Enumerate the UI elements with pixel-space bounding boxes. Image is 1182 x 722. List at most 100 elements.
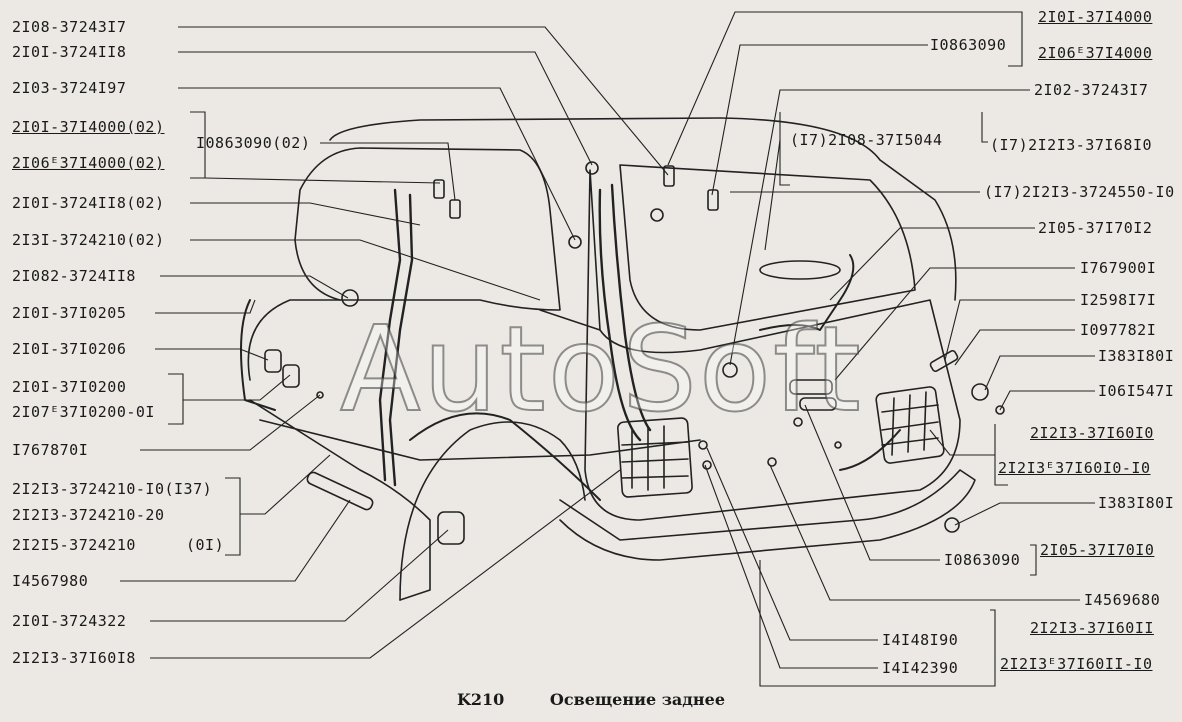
harness-wheel-arch [409,412,601,501]
leader-r14-15 [929,429,995,456]
label-r06: (I7)2I2I3-37I68I0 [990,136,1153,154]
screw-5 [834,441,842,449]
leader-bracket-r05b [981,112,988,143]
leader-l08 [190,239,541,301]
leader-r19 [769,464,1080,601]
label-r03: I0863090 [930,36,1007,54]
harness-rear-right [759,254,855,331]
label-l06: I0863090(02) [196,134,311,152]
label-l08: 2I3I-3724210(02) [12,231,165,249]
label-l04: 2I0I-37I4000(02) [12,118,165,136]
leader-l10 [155,299,256,314]
leader-l03 [178,87,576,241]
screw-1 [316,391,324,399]
label-l07: 2I0I-3724II8(02) [12,194,165,212]
plate-lamp-housing [789,379,833,395]
switch-1 [264,349,282,373]
car-sill [259,419,701,461]
label-r04: 2I02-37243I7 [1034,81,1149,99]
label-l02: 2I0I-3724II8 [12,43,127,61]
label-r18: 2I05-37I70I0 [1040,541,1155,559]
label-l20: 2I0I-3724322 [12,612,127,630]
leader-bracket-r17-18 [1030,544,1037,576]
rear-lamp-left-grid [621,425,689,491]
plate-lamp-lens [799,397,837,411]
caption-title: Освещение заднее [549,690,725,709]
car-tailgate-glass [619,164,916,331]
watermark: AutoSoft [339,299,863,439]
grommet-1 [341,289,359,307]
leader-l09 [160,275,349,299]
rear-lamp-right-grid [881,391,939,456]
label-r22: I4I48I90 [882,631,959,649]
connector-2 [449,199,461,219]
grommet-3 [568,235,582,249]
connector-1 [433,179,445,199]
connector-3 [663,165,675,187]
car-rear-window [294,147,561,311]
label-r08: 2I05-37I70I2 [1038,219,1153,237]
label-r11: I097782I [1080,321,1157,339]
clip-1 [929,349,959,373]
label-r19: I4569680 [1084,591,1161,609]
label-r05: (I7)2I08-37I5044 [790,131,943,149]
leader-l04-05 [204,177,441,184]
grommet-6 [944,517,960,533]
label-r13: I06I547I [1098,382,1175,400]
label-r12: I383I80I [1098,347,1175,365]
screw-7 [767,457,777,467]
car-roof-outline [329,117,957,301]
leader-l02 [178,51,593,166]
label-l15: 2I2I3-3724210-I0(I37) [12,480,213,498]
label-r16: I383I80I [1098,494,1175,512]
label-l11: 2I0I-37I0206 [12,340,127,358]
label-r17: I0863090 [944,551,1021,569]
label-l01: 2I08-37243I7 [12,18,127,36]
leader-l21 [150,469,621,659]
label-l16: 2I2I3-3724210-20 [12,506,165,524]
caption-code: K210 [457,690,505,709]
leader-r04 [729,89,1030,366]
label-r20: 2I2I3-37I60II [1030,619,1154,637]
car-rear-quarter [247,299,341,381]
car-bumper [559,469,976,561]
label-r15: 2I2I3ᴱ37I60I0-I0 [998,459,1151,477]
car-wheel-arch [399,421,586,601]
leader-l01 [178,26,669,176]
screw-3 [702,460,712,470]
leader-l12-13 [183,374,291,401]
harness-tailgate-loop [598,188,642,442]
leader-r23 [704,464,878,669]
leader-bracket-r01-02 [1008,11,1023,67]
leader-r09 [834,267,1075,381]
rear-lamp-left-unit [617,417,693,498]
label-l14: I767870I [12,441,89,459]
socket-part [437,511,465,545]
car-side-panel [249,399,431,601]
leader-l07 [190,202,421,226]
leader-r13 [999,390,1095,411]
leader-r11 [954,329,1075,366]
leader-r03 [711,44,928,196]
leader-bracket-l12-13 [168,373,184,425]
label-l13: 2I07ᴱ37I0200-0I [12,403,155,421]
leader-r01-02 [667,11,1008,166]
screw-4 [793,417,803,427]
label-r01: 2I0I-37I4000 [1038,8,1153,26]
bracket-left [306,471,374,511]
leader-bracket-l15-17 [225,477,241,556]
connector-4 [707,189,719,211]
leader-l14 [140,394,321,451]
harness-left-vertical-2 [388,193,414,487]
high-brake-light [759,260,841,280]
label-l19: I4567980 [12,572,89,590]
leader-r17 [804,404,940,561]
label-l17: 2I2I5-3724210 [12,536,136,554]
harness-left-loop [240,299,276,411]
leader-r22 [706,447,878,641]
label-l18: (0I) [186,536,225,554]
grommet-7 [971,383,989,401]
label-l12: 2I0I-37I0200 [12,378,127,396]
leader-bracket-r22-23 [759,560,996,687]
label-l10: 2I0I-37I0205 [12,304,127,322]
